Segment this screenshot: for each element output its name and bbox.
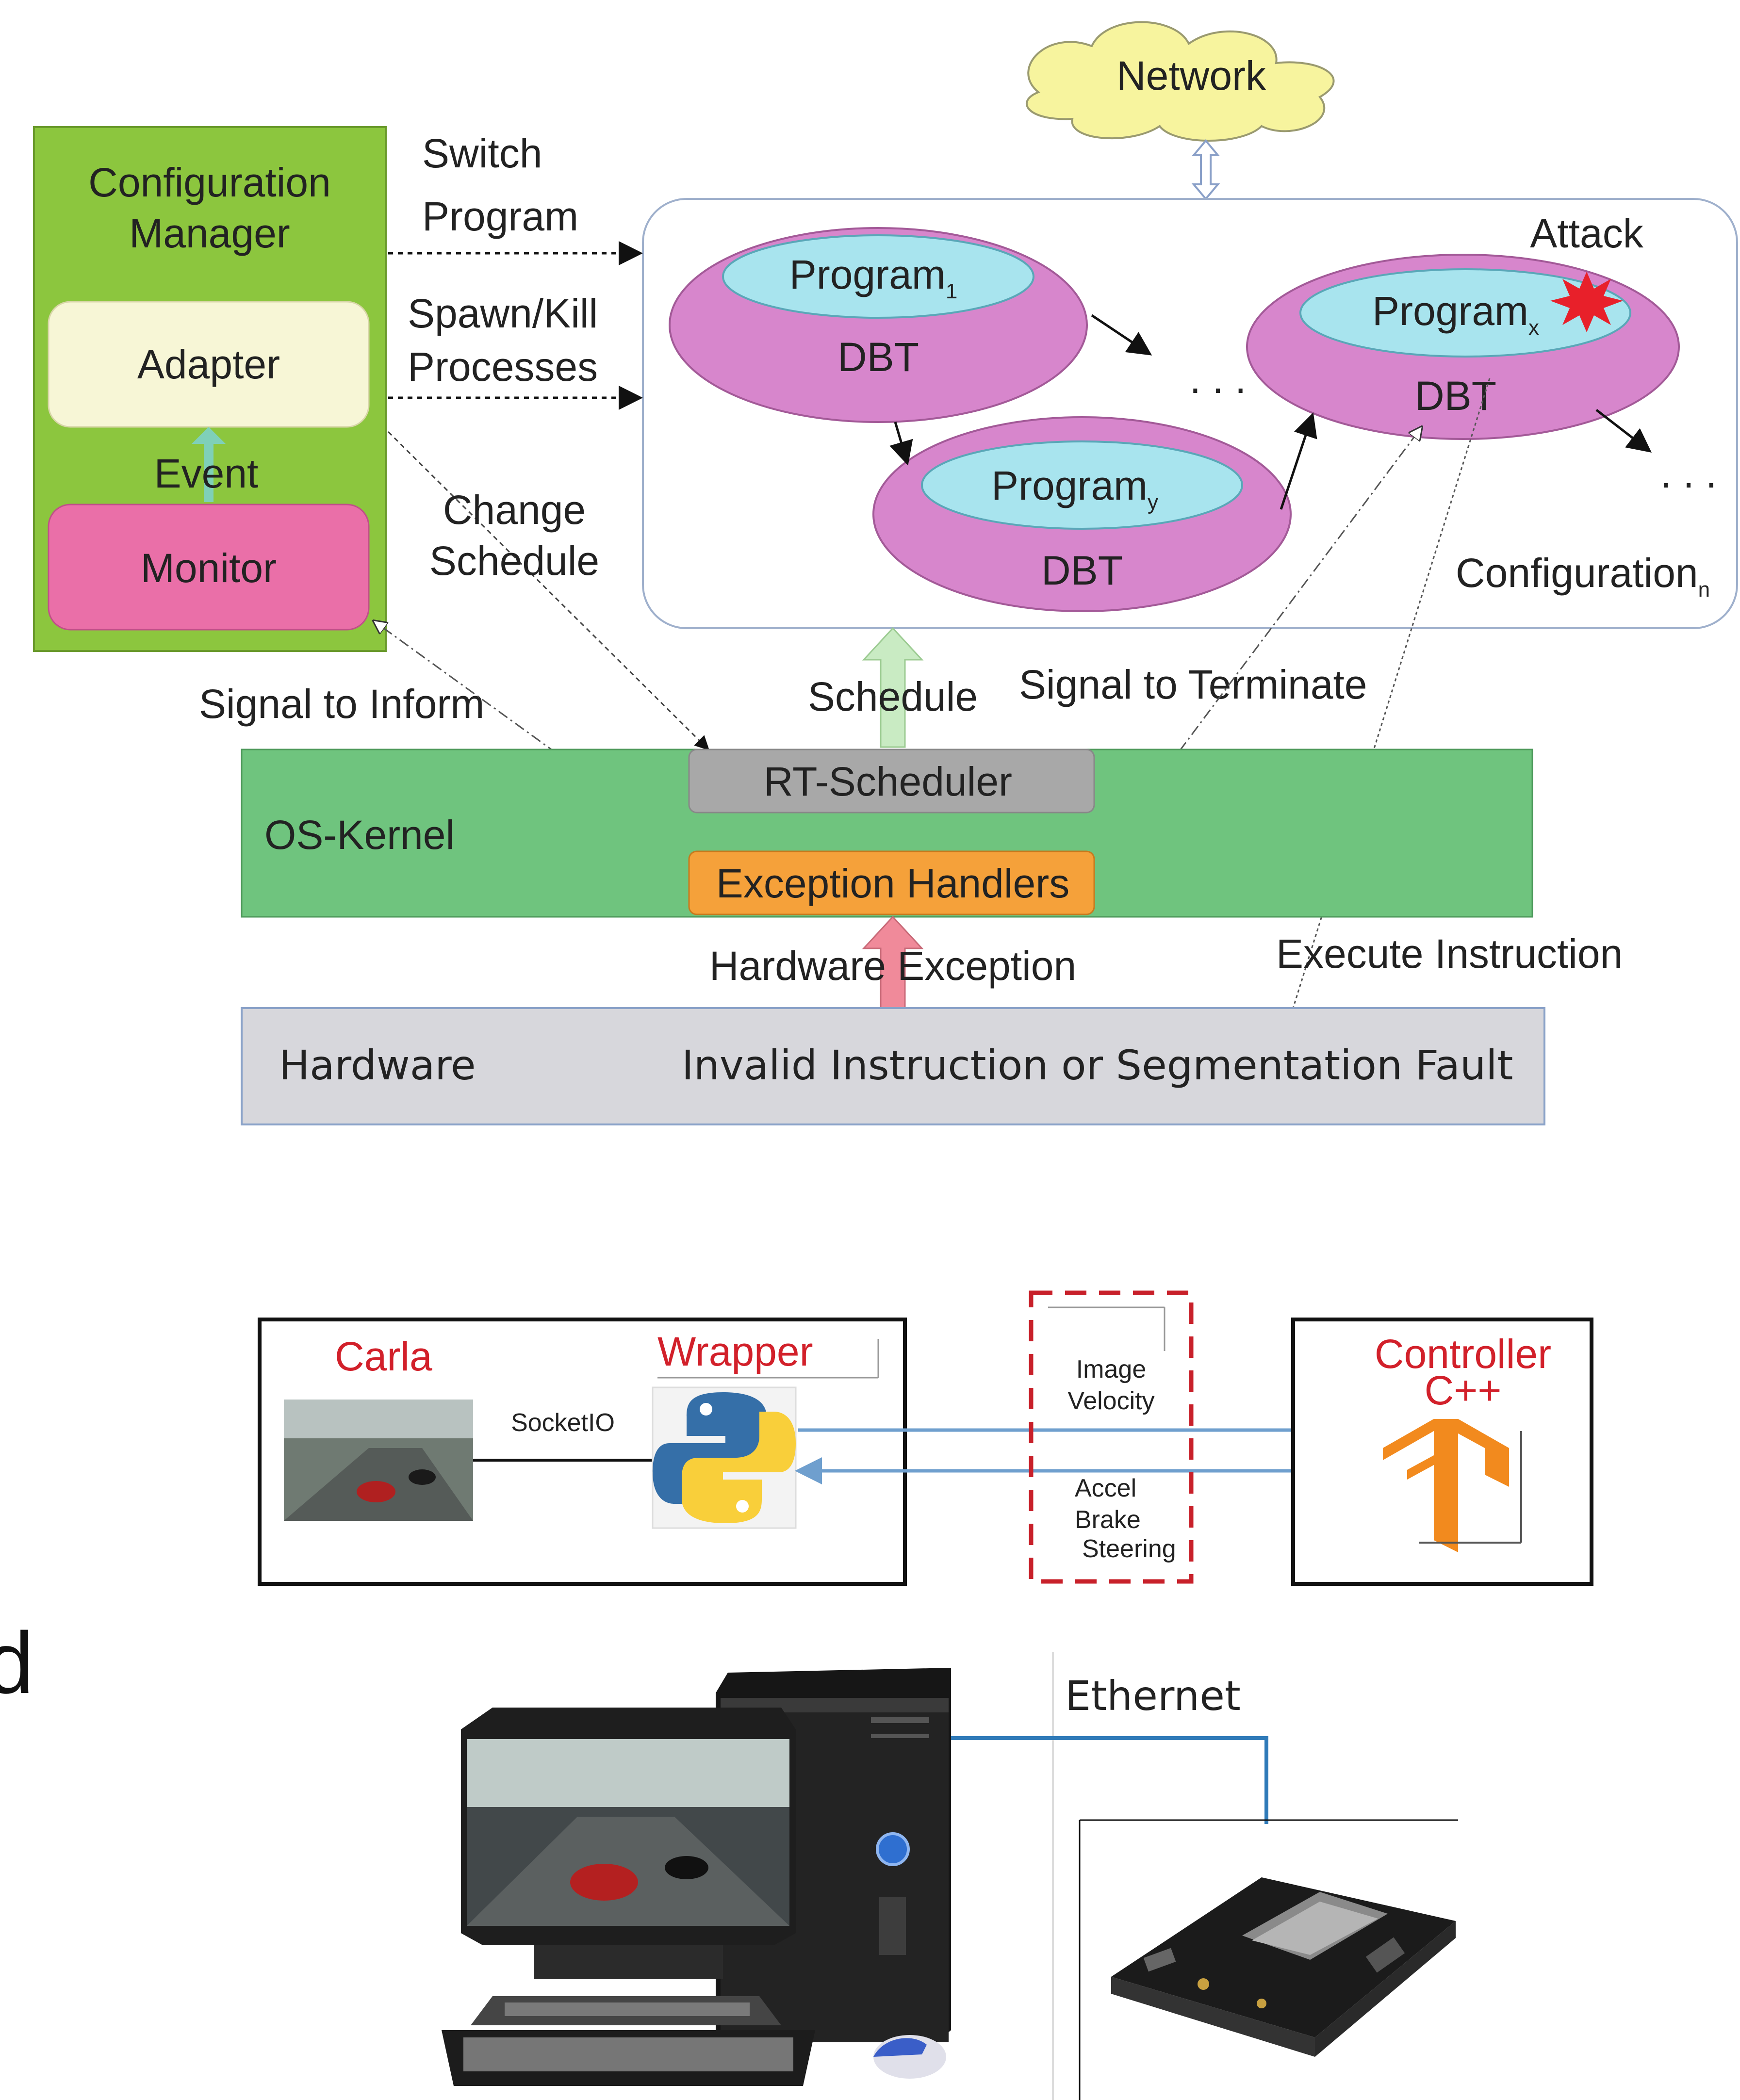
program-y-sub: y xyxy=(1148,490,1158,514)
schedule-label: Schedule xyxy=(808,674,978,719)
python-logo-icon xyxy=(652,1386,797,1529)
program-x-label: Program xyxy=(1372,288,1528,334)
hardware-exception-label: Hardware Exception xyxy=(709,943,1076,989)
p1-to-dots-arrow xyxy=(1091,314,1152,356)
svg-text:Configurationn: Configurationn xyxy=(1456,550,1710,602)
adapter-label: Adapter xyxy=(137,342,280,387)
switch-label-1: Switch xyxy=(422,130,542,176)
ethernet-label: Ethernet xyxy=(1065,1672,1241,1720)
tensorflow-logo-icon xyxy=(1383,1419,1522,1552)
steering-label: Steering xyxy=(1082,1535,1176,1563)
spawn-label-2: Processes xyxy=(408,344,598,390)
p1-to-py-arrow xyxy=(889,422,913,466)
network-link-arrow xyxy=(1191,139,1220,201)
carla-screenshot-image xyxy=(284,1400,473,1521)
program-x-node: Programx DBT xyxy=(1246,254,1680,440)
ethernet-cable xyxy=(951,1736,1268,1824)
side-letter: d xyxy=(0,1614,34,1712)
os-kernel: OS-Kernel RT-Scheduler Exception Handler… xyxy=(241,749,1533,918)
configuration-label: Configuration xyxy=(1456,550,1698,596)
program-y-dbt: DBT xyxy=(1041,548,1123,593)
monitor-box xyxy=(48,504,370,631)
os-kernel-label: OS-Kernel xyxy=(264,812,455,858)
image-label: Image xyxy=(1076,1355,1147,1384)
network-label: Network xyxy=(1116,53,1266,98)
brake-label: Brake xyxy=(1075,1506,1141,1534)
program-y-label: Program xyxy=(991,463,1148,508)
event-arrow xyxy=(192,427,226,502)
rt-scheduler-box xyxy=(688,749,1095,814)
program-1-dbt: DBT xyxy=(837,334,919,380)
monitor-label: Monitor xyxy=(141,545,277,591)
config-manager-title-2: Manager xyxy=(129,211,290,256)
svg-text:Program1: Program1 xyxy=(789,252,958,303)
config-manager-title-1: Configuration xyxy=(88,160,331,205)
hardware-exception-arrow xyxy=(862,915,924,1010)
exception-handlers-box xyxy=(688,850,1095,915)
carla-label: Carla xyxy=(335,1334,432,1379)
dots-right: . . . xyxy=(1660,451,1717,496)
controller-label: Controller xyxy=(1375,1331,1551,1377)
attack-label: Attack xyxy=(1530,211,1643,256)
switch-label-2: Program xyxy=(422,194,578,239)
change-label-1: Change xyxy=(443,487,586,533)
accel-label: Accel xyxy=(1075,1474,1136,1502)
network-cloud: Network xyxy=(1026,21,1335,142)
desktop-computer-icon xyxy=(442,1668,951,2086)
embedded-board-icon xyxy=(1111,1877,1456,2057)
signal-terminate-label: Signal to Terminate xyxy=(1019,662,1367,707)
program-1-sub: 1 xyxy=(946,279,957,303)
execute-instruction-label: Execute Instruction xyxy=(1276,931,1623,977)
message-box xyxy=(1029,1290,1194,1584)
configuration-manager: Configuration Manager Adapter Event Moni… xyxy=(33,126,387,652)
wrapper-label: Wrapper xyxy=(657,1329,813,1374)
svg-text:Programx: Programx xyxy=(1372,288,1539,340)
rt-scheduler-label: RT-Scheduler xyxy=(764,759,1012,804)
change-schedule-arrow xyxy=(387,431,710,751)
signal-inform-label: Signal to Inform xyxy=(199,681,484,727)
spawn-label-1: Spawn/Kill xyxy=(408,291,598,336)
program-x-dbt: DBT xyxy=(1415,373,1496,419)
svg-text:Programy: Programy xyxy=(991,463,1158,514)
event-label: Event xyxy=(154,451,259,496)
cpp-label: C++ xyxy=(1425,1367,1502,1413)
velocity-label: Velocity xyxy=(1067,1387,1154,1415)
attack-burst-icon xyxy=(1550,272,1623,332)
program-1-node: Program1 DBT xyxy=(669,227,1088,423)
hardware-label: Hardware xyxy=(279,1042,476,1089)
program-x-sub: x xyxy=(1528,316,1539,340)
hardware: Hardware Invalid Instruction or Segmenta… xyxy=(241,1007,1545,1125)
socketio-label: SocketIO xyxy=(511,1409,615,1437)
px-to-dots-arrow xyxy=(1595,409,1652,453)
program-y-node: Programy DBT xyxy=(872,416,1292,612)
change-label-2: Schedule xyxy=(429,538,599,584)
py-to-px-arrow xyxy=(1280,412,1317,510)
exception-handlers-label: Exception Handlers xyxy=(716,861,1069,906)
hardware-fault-label: Invalid Instruction or Segmentation Faul… xyxy=(682,1042,1513,1089)
program-1-label: Program xyxy=(789,252,946,297)
schedule-arrow xyxy=(862,627,924,748)
execute-instruction-arrow xyxy=(1288,378,1491,1024)
configuration-sub: n xyxy=(1698,578,1710,602)
dots-middle: . . . xyxy=(1190,356,1247,402)
